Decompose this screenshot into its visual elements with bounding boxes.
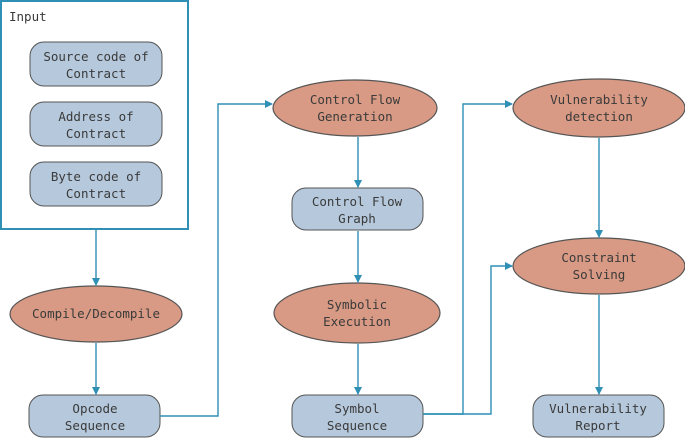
input-address-line2: Contract [66,126,126,141]
vulnerability-detection-line2: detection [565,109,633,124]
arrow-opcode-to-control-flow-generation [160,100,273,417]
input-address-line1: Address of [58,109,133,124]
constraint-solving-node: Constraint Solving [512,237,685,295]
input-source-code-line2: Contract [66,66,126,81]
symbol-sequence-node: Symbol Sequence [291,394,424,438]
vulnerability-detection-line1: Vulnerability [550,92,648,107]
arrow-symbol-sequence-to-vulnerability-detection [423,100,513,415]
vulnerability-detection-node: Vulnerability detection [512,78,685,138]
arrow-symbol-sequence-to-constraint-solving [423,262,513,415]
input-byte-code-line2: Contract [66,186,126,201]
symbolic-execution-line2: Execution [323,314,391,329]
control-flow-graph-line1: Control Flow [312,194,403,209]
opcode-sequence-line2: Sequence [65,418,125,433]
symbol-sequence-line1: Symbol [334,401,379,416]
compile-decompile-node: Compile/Decompile [9,285,183,343]
input-address-box: Address of Contract [29,101,163,147]
input-source-code-box: Source code of Contract [29,41,163,87]
compile-decompile-label: Compile/Decompile [32,306,160,321]
vulnerability-report-line2: Report [575,418,620,433]
control-flow-graph-node: Control Flow Graph [291,187,424,231]
vulnerability-report-line1: Vulnerability [549,401,647,416]
opcode-sequence-node: Opcode Sequence [28,394,161,438]
input-source-code-line1: Source code of [43,49,148,64]
input-panel-title: Input [9,9,47,24]
opcode-sequence-line1: Opcode [72,401,117,416]
constraint-solving-line2: Solving [573,267,626,282]
vulnerability-report-node: Vulnerability Report [532,394,665,438]
symbolic-execution-line1: Symbolic [327,297,387,312]
control-flow-graph-line2: Graph [338,211,376,226]
symbolic-execution-node: Symbolic Execution [273,282,441,344]
constraint-solving-line1: Constraint [561,250,636,265]
input-byte-code-box: Byte code of Contract [29,161,163,207]
control-flow-generation-line2: Generation [317,109,392,124]
control-flow-generation-node: Control Flow Generation [272,79,438,137]
symbol-sequence-line2: Sequence [327,418,387,433]
control-flow-generation-line1: Control Flow [310,92,401,107]
input-byte-code-line1: Byte code of [51,169,141,184]
